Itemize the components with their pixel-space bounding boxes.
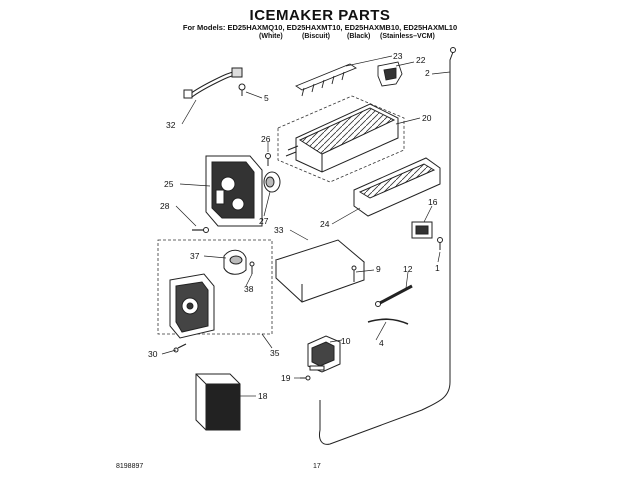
mold-dashed-group [277, 95, 405, 183]
callout-23: 23 [393, 51, 403, 61]
callout-9: 9 [376, 264, 381, 274]
screw-26 [265, 153, 271, 166]
page-number: 17 [313, 463, 321, 470]
control-housing [205, 155, 263, 227]
callout-19: 19 [281, 373, 291, 383]
callout-27: 27 [259, 216, 269, 226]
screw-5 [238, 83, 246, 96]
insulation-block [195, 373, 241, 431]
screw-38 [249, 261, 255, 274]
module-35 [169, 273, 215, 339]
variant-black: (Black) [347, 33, 371, 40]
callout-32: 32 [166, 120, 176, 130]
callout-16: 16 [428, 197, 438, 207]
callout-25: 25 [164, 179, 174, 189]
callout-12: 12 [403, 264, 413, 274]
water-valve [307, 335, 341, 373]
callout-30: 30 [148, 349, 158, 359]
callouts: 23 22 2 5 32 20 26 25 27 28 24 16 33 9 1… [148, 51, 440, 401]
callout-4: 4 [379, 338, 384, 348]
variant-biscuit: (Biscuit) [302, 33, 330, 40]
screw-19 [300, 375, 311, 381]
page-title: ICEMAKER PARTS [249, 7, 391, 24]
motor-27 [263, 171, 281, 193]
wire-harness [183, 67, 243, 99]
ice-mold [285, 103, 399, 173]
variant-white: (White) [259, 33, 283, 40]
screw-28 [192, 227, 209, 233]
ejector-blade [295, 63, 357, 97]
callout-24: 24 [320, 219, 330, 229]
valve-pin-12 [375, 284, 413, 307]
tube-4 [367, 318, 409, 325]
callout-2: 2 [425, 68, 430, 78]
document-number: 8198897 [116, 463, 144, 470]
callout-38: 38 [244, 284, 254, 294]
shield-plate [275, 239, 365, 303]
leader-lines [161, 55, 451, 397]
screw-30 [173, 343, 187, 353]
switch-16 [411, 221, 433, 239]
thermostat-37 [223, 249, 247, 275]
bracket-22 [377, 61, 403, 87]
screw-9 [351, 265, 357, 282]
models-line: For Models: ED25HAXMQ10, ED25HAXMT10, ED… [182, 23, 458, 32]
callout-5: 5 [264, 93, 269, 103]
callout-22: 22 [416, 55, 426, 65]
screw-1 [437, 237, 443, 250]
fill-tube [319, 47, 456, 445]
callout-37: 37 [190, 251, 200, 261]
callout-20: 20 [422, 113, 432, 123]
callout-10: 10 [341, 336, 351, 346]
callout-35: 35 [270, 348, 280, 358]
callout-28: 28 [160, 201, 170, 211]
module-dashed-group [157, 239, 273, 335]
callout-26: 26 [261, 134, 271, 144]
mounting-plate [353, 157, 441, 217]
callout-18: 18 [258, 391, 268, 401]
variant-stainless: (Stainless–VCM) [380, 33, 435, 40]
callout-1: 1 [435, 263, 440, 273]
callout-33: 33 [274, 225, 284, 235]
